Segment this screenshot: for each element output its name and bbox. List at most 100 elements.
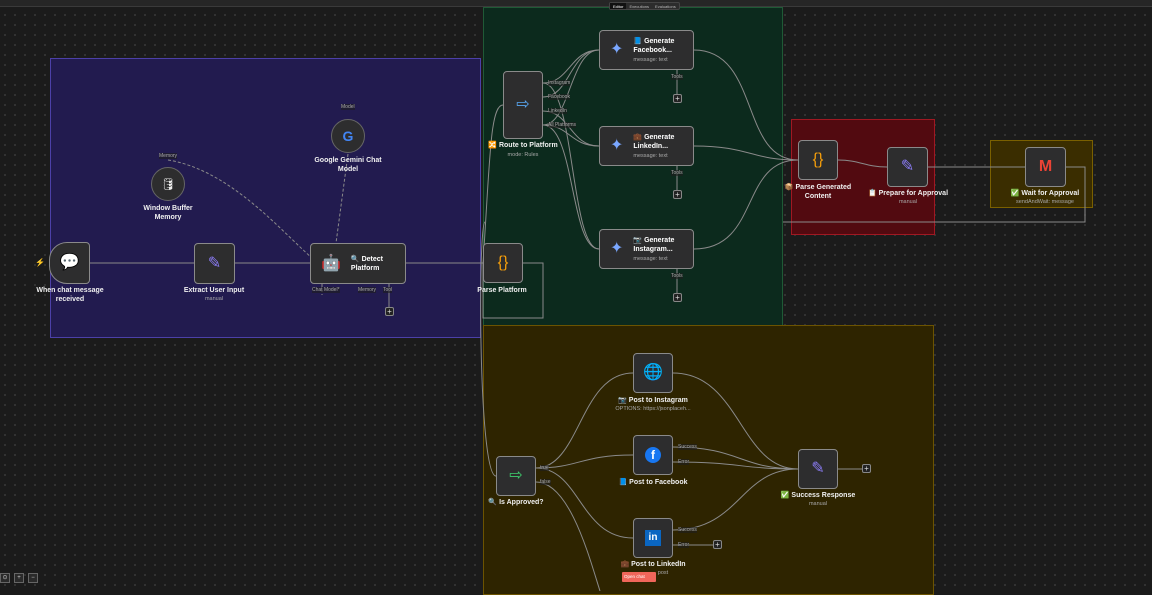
extract-input-node[interactable]: ✎ <box>194 243 235 284</box>
code-braces-icon: {} <box>497 254 509 271</box>
post-linkedin-label: 💼 Post to LinkedIn <box>620 561 686 568</box>
trigger-bolt-icon: ⚡ <box>35 258 45 267</box>
post-facebook-success: Success <box>678 444 697 450</box>
robot-icon: 🤖 <box>321 254 341 272</box>
generate-linkedin-subtitle: message: text <box>633 153 668 159</box>
memory-node[interactable]: 🛢 <box>151 167 185 201</box>
detect-platform-node[interactable]: 🤖 🔍 Detect Platform <box>310 243 406 284</box>
code-braces-icon: {} <box>812 151 824 168</box>
google-icon: G <box>342 128 354 144</box>
approved-output-true: true <box>540 465 549 471</box>
model-port-label: Model <box>341 104 355 110</box>
approved-output-false: false <box>540 479 551 485</box>
post-instagram-node[interactable]: 🌐 <box>633 353 673 393</box>
post-facebook-node[interactable]: f <box>633 435 673 475</box>
facebook-icon: f <box>645 447 661 463</box>
wait-approval-node[interactable]: M <box>1025 147 1066 187</box>
detect-platform-title: 🔍 Detect Platform <box>350 255 383 272</box>
zoom-in-button[interactable]: + <box>14 573 24 583</box>
extract-input-label: Extract User Input <box>183 287 245 294</box>
add-tool-button[interactable]: + <box>673 293 682 302</box>
prepare-approval-label: 📋 Prepare for Approval <box>867 190 949 197</box>
route-output-linkedin: LinkedIn <box>548 108 567 114</box>
parse-generated-label: 📦 Parse Generated Content <box>784 184 852 200</box>
route-platform-node[interactable]: ⇨ <box>503 71 543 139</box>
memory-port-label: Memory <box>159 153 178 159</box>
zoom-fit-button[interactable]: ⊙ <box>0 573 10 583</box>
gemini-sparkle-icon: ✦ <box>610 137 624 154</box>
sticky-note-post[interactable] <box>483 325 934 595</box>
post-linkedin-success: Success <box>678 527 697 533</box>
add-node-button[interactable]: + <box>713 540 722 549</box>
generate-facebook-node[interactable]: ✦ 📘 Generate Facebook... message: text <box>599 30 694 70</box>
chat-icon: 💬 <box>59 254 80 271</box>
memory-port: Memory <box>358 287 377 293</box>
gemini-label: Google Gemini Chat Model <box>314 157 382 173</box>
post-instagram-subtitle: OPTIONS: https://jsonplaceh... <box>615 406 691 412</box>
gmail-icon: M <box>1038 158 1053 175</box>
pencil-icon: ✎ <box>811 460 825 477</box>
pencil-icon: ✎ <box>207 254 222 272</box>
post-linkedin-node[interactable]: in <box>633 518 673 558</box>
post-instagram-label: 📷 Post to Instagram <box>618 397 688 404</box>
generate-instagram-subtitle: message: text <box>633 256 668 262</box>
gemini-sparkle-icon: ✦ <box>610 240 624 257</box>
open-chat-button[interactable]: Open chat <box>622 572 656 582</box>
gemini-model-node[interactable]: G <box>331 119 365 153</box>
add-tool-button[interactable]: + <box>673 94 682 103</box>
add-node-button[interactable]: + <box>862 464 871 473</box>
add-tool-button[interactable]: + <box>385 307 394 316</box>
chat-trigger-node[interactable]: 💬 <box>49 242 90 284</box>
pencil-icon: ✎ <box>900 158 915 175</box>
route-output-facebook: Facebook <box>548 94 570 100</box>
route-label: 🔀 Route to Platform <box>488 142 558 149</box>
parse-platform-label: Parse Platform <box>477 287 527 294</box>
signpost-icon: ⇨ <box>509 467 523 484</box>
parse-platform-node[interactable]: {} <box>483 243 523 283</box>
linkedin-icon: in <box>645 530 661 546</box>
gemini-sparkle-icon: ✦ <box>610 41 624 58</box>
wait-approval-subtitle: sendAndWait: message <box>1016 199 1074 205</box>
success-response-node[interactable]: ✎ <box>798 449 838 489</box>
chat-trigger-label: When chat message received <box>36 287 104 303</box>
chat-model-port: Chat Model* <box>312 287 340 293</box>
generate-instagram-tools-port: Tools <box>671 273 683 279</box>
post-facebook-label: 📘 Post to Facebook <box>618 479 688 486</box>
parse-generated-node[interactable]: {} <box>798 140 838 180</box>
success-response-subtitle: manual <box>808 501 828 507</box>
route-subtitle: mode: Rules <box>507 152 539 158</box>
tab-executions[interactable]: Executions <box>629 4 650 9</box>
generate-instagram-node[interactable]: ✦ 📷 Generate Instagram... message: text <box>599 229 694 269</box>
view-tabs: Editor Executions Evaluations <box>609 2 680 10</box>
route-output-instagram: Instagram <box>548 80 571 86</box>
post-linkedin-subtitle: post <box>657 570 669 576</box>
sticky-note-input[interactable] <box>50 58 481 338</box>
zoom-out-button[interactable]: − <box>28 573 38 583</box>
success-response-label: ✅ Success Response <box>780 492 856 499</box>
is-approved-label: 🔍 Is Approved? <box>488 499 544 506</box>
memory-label: Window Buffer Memory <box>143 205 193 221</box>
generate-facebook-title: 📘 Generate Facebook... <box>633 38 675 54</box>
prepare-approval-node[interactable]: ✎ <box>887 147 928 187</box>
database-icon: 🛢 <box>160 177 176 191</box>
post-linkedin-error: Error <box>678 542 690 548</box>
globe-icon: 🌐 <box>643 364 663 381</box>
generate-facebook-subtitle: message: text <box>633 57 668 63</box>
generate-linkedin-title: 💼 Generate LinkedIn... <box>633 134 675 150</box>
add-tool-button[interactable]: + <box>673 190 682 199</box>
generate-linkedin-node[interactable]: ✦ 💼 Generate LinkedIn... message: text <box>599 126 694 166</box>
top-bar <box>0 0 1152 7</box>
signpost-icon: ⇨ <box>516 96 530 113</box>
generate-linkedin-tools-port: Tools <box>671 170 683 176</box>
prepare-approval-subtitle: manual <box>898 199 918 205</box>
wait-approval-label: ✅ Wait for Approval <box>1010 190 1080 197</box>
generate-facebook-tools-port: Tools <box>671 74 683 80</box>
generate-instagram-title: 📷 Generate Instagram... <box>633 237 675 253</box>
route-output-all: All Platforms <box>548 122 577 128</box>
is-approved-node[interactable]: ⇨ <box>496 456 536 496</box>
post-facebook-error: Error <box>678 459 690 465</box>
tab-editor[interactable]: Editor <box>610 3 627 9</box>
tool-port: Tool <box>383 287 393 293</box>
tab-evaluations[interactable]: Evaluations <box>655 4 676 9</box>
